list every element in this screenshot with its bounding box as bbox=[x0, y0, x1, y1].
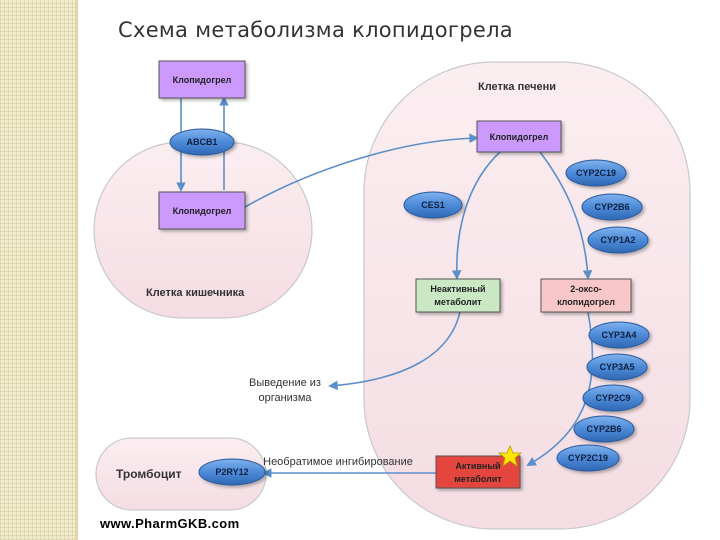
enzyme-cyp1a2 bbox=[587, 226, 649, 254]
enzyme-cyp2b6-b-label: CYP2B6 bbox=[586, 424, 621, 434]
inactive-metabolite-box bbox=[415, 278, 501, 313]
enzyme-ces1 bbox=[403, 191, 463, 219]
enzyme-cyp2c19-a bbox=[565, 159, 627, 187]
inhibition-label: Необратимое ингибирование bbox=[263, 456, 413, 468]
arrow-intestine-to-liver bbox=[244, 133, 479, 208]
enzyme-abcb1-label: ABCB1 bbox=[186, 137, 217, 147]
oxo-clopidogrel-label-1: 2-оксо- bbox=[570, 284, 601, 294]
enzyme-cyp3a4-label: CYP3A4 bbox=[601, 330, 636, 340]
inactive-metabolite-label-1: Неактивный bbox=[430, 284, 485, 294]
slide-title: Схема метаболизма клопидогрела bbox=[118, 18, 513, 42]
enzyme-cyp2c19-a-label: CYP2C19 bbox=[576, 168, 616, 178]
decorative-left-strip bbox=[0, 0, 78, 540]
enzyme-cyp3a4 bbox=[588, 321, 650, 349]
arrow-to-excretion bbox=[328, 311, 461, 391]
intestine-cell-label: Клетка кишечника bbox=[146, 287, 245, 299]
enzyme-cyp2c19-b-label: CYP2C19 bbox=[568, 453, 608, 463]
enzyme-cyp3a5-label: CYP3A5 bbox=[599, 362, 634, 372]
enzyme-abcb1 bbox=[169, 128, 235, 156]
clopidogrel-intestine-box bbox=[158, 191, 246, 230]
excretion-label-2: организма bbox=[258, 392, 312, 404]
clopidogrel-top-label: Клопидогрел bbox=[173, 75, 232, 85]
platelet-cell-label: Тромбоцит bbox=[116, 467, 182, 481]
active-metabolite-label-2: метаболит bbox=[454, 474, 502, 484]
footer-url: www.PharmGKB.com bbox=[100, 516, 240, 531]
enzyme-cyp2b6-a bbox=[581, 193, 643, 221]
enzyme-cyp2b6-a-label: CYP2B6 bbox=[594, 202, 629, 212]
arrow-to-oxo-clopidogrel bbox=[539, 151, 593, 280]
active-metabolite-label-1: Активный bbox=[455, 461, 500, 471]
enzyme-cyp2c9-label: CYP2C9 bbox=[595, 393, 630, 403]
clopidogrel-liver-box bbox=[476, 120, 562, 153]
excretion-label-1: Выведение из bbox=[249, 377, 321, 389]
arrow-to-inactive-metabolite bbox=[451, 151, 501, 280]
liver-cell-label: Клетка печени bbox=[478, 81, 556, 93]
enzyme-cyp3a5 bbox=[586, 353, 648, 381]
enzyme-p2ry12 bbox=[198, 458, 266, 486]
inactive-metabolite-label-2: метаболит bbox=[434, 297, 482, 307]
enzyme-cyp2c9 bbox=[582, 384, 644, 412]
enzyme-ces1-label: CES1 bbox=[421, 200, 445, 210]
oxo-clopidogrel-label-2: клопидогрел bbox=[557, 297, 615, 307]
active-star-icon bbox=[497, 444, 523, 467]
clopidogrel-top-box bbox=[158, 60, 246, 99]
enzyme-cyp1a2-label: CYP1A2 bbox=[600, 235, 635, 245]
clopidogrel-liver-label: Клопидогрел bbox=[490, 132, 549, 142]
clopidogrel-intestine-label: Клопидогрел bbox=[173, 206, 232, 216]
enzyme-cyp2b6-b bbox=[573, 415, 635, 443]
oxo-clopidogrel-box bbox=[540, 278, 632, 313]
enzyme-p2ry12-label: P2RY12 bbox=[215, 467, 248, 477]
enzyme-cyp2c19-b bbox=[556, 444, 620, 472]
